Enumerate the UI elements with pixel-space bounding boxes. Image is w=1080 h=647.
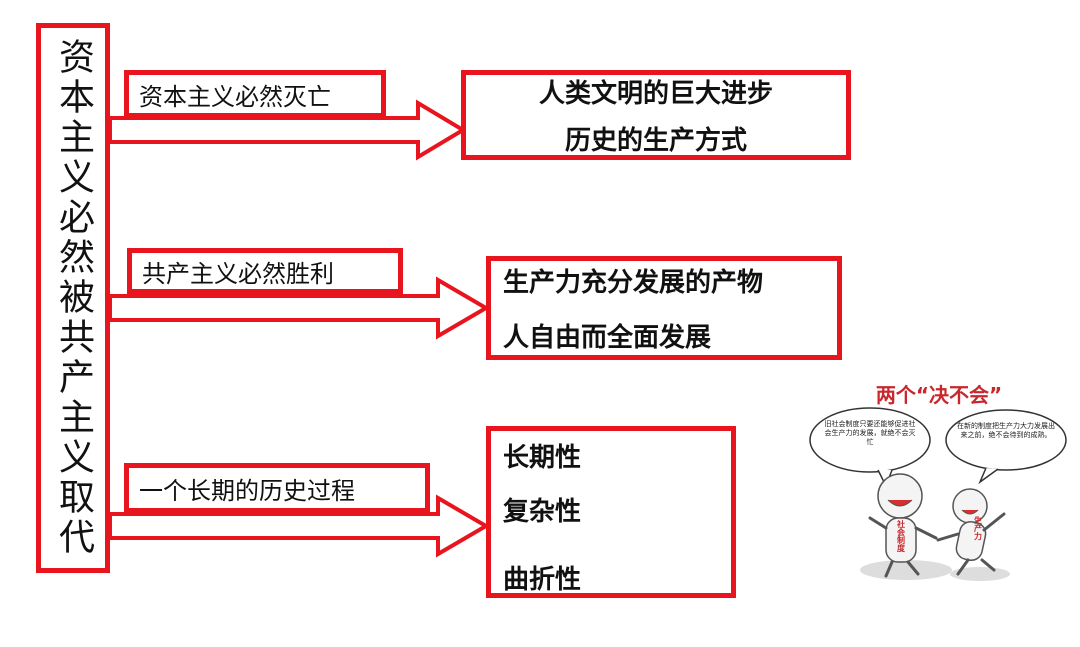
left-figure: 社会制度 bbox=[860, 473, 952, 580]
branch-1-target-line-1: 人类文明的巨大进步 bbox=[538, 79, 773, 109]
branch-3-target-line-2: 复杂性 bbox=[503, 497, 582, 527]
main-title-box: 资本主义必然被共产主义取代 bbox=[36, 23, 110, 573]
branch-2-label: 共产主义必然胜利 bbox=[142, 259, 334, 288]
arrow-1 bbox=[108, 99, 467, 161]
left-figure-label: 社会制度 bbox=[896, 519, 906, 553]
branch-3-label-box: 一个长期的历史过程 bbox=[124, 463, 430, 513]
branch-1-target-box: 人类文明的巨大进步 历史的生产方式 bbox=[461, 70, 851, 160]
branch-1-label-box: 资本主义必然灭亡 bbox=[124, 70, 386, 118]
right-bubble-text: 在新的制度把生产力大力发展出来之前，绝不会待到的成熟。 bbox=[957, 422, 1055, 439]
arrow-2 bbox=[108, 276, 490, 340]
branch-3-target-line-1: 长期性 bbox=[503, 443, 582, 473]
branch-2-target-box: 生产力充分发展的产物 人自由而全面发展 bbox=[486, 256, 842, 360]
illustration-heading: 两个“决不会” bbox=[876, 383, 1002, 407]
branch-1-label: 资本主义必然灭亡 bbox=[139, 82, 331, 111]
left-speech-bubble bbox=[809, 407, 931, 473]
branch-2-target-line-1: 生产力充分发展的产物 bbox=[503, 268, 764, 298]
arrow-3 bbox=[108, 494, 490, 558]
branch-1-target-line-2: 历史的生产方式 bbox=[564, 126, 747, 156]
branch-2-label-box: 共产主义必然胜利 bbox=[127, 248, 403, 294]
right-figure-label: 生产力 bbox=[974, 515, 983, 541]
two-never-illustration: 两个“决不会” 旧社会制度只要还能够促进社会生产力的发展，就绝不会灭忙 在新的制… bbox=[809, 383, 1067, 581]
right-figure: 生产力 bbox=[936, 488, 1010, 581]
branch-3-label: 一个长期的历史过程 bbox=[139, 476, 355, 505]
main-title: 资本主义必然被共产主义取代 bbox=[53, 38, 94, 558]
branch-3-target-box: 长期性 复杂性 曲折性 bbox=[486, 426, 736, 598]
right-speech-bubble bbox=[945, 409, 1067, 471]
left-bubble-text: 旧社会制度只要还能够促进社会生产力的发展，就绝不会灭忙 bbox=[824, 420, 916, 446]
branch-2-target-line-2: 人自由而全面发展 bbox=[503, 323, 712, 353]
branch-3-target-line-3: 曲折性 bbox=[503, 565, 582, 595]
